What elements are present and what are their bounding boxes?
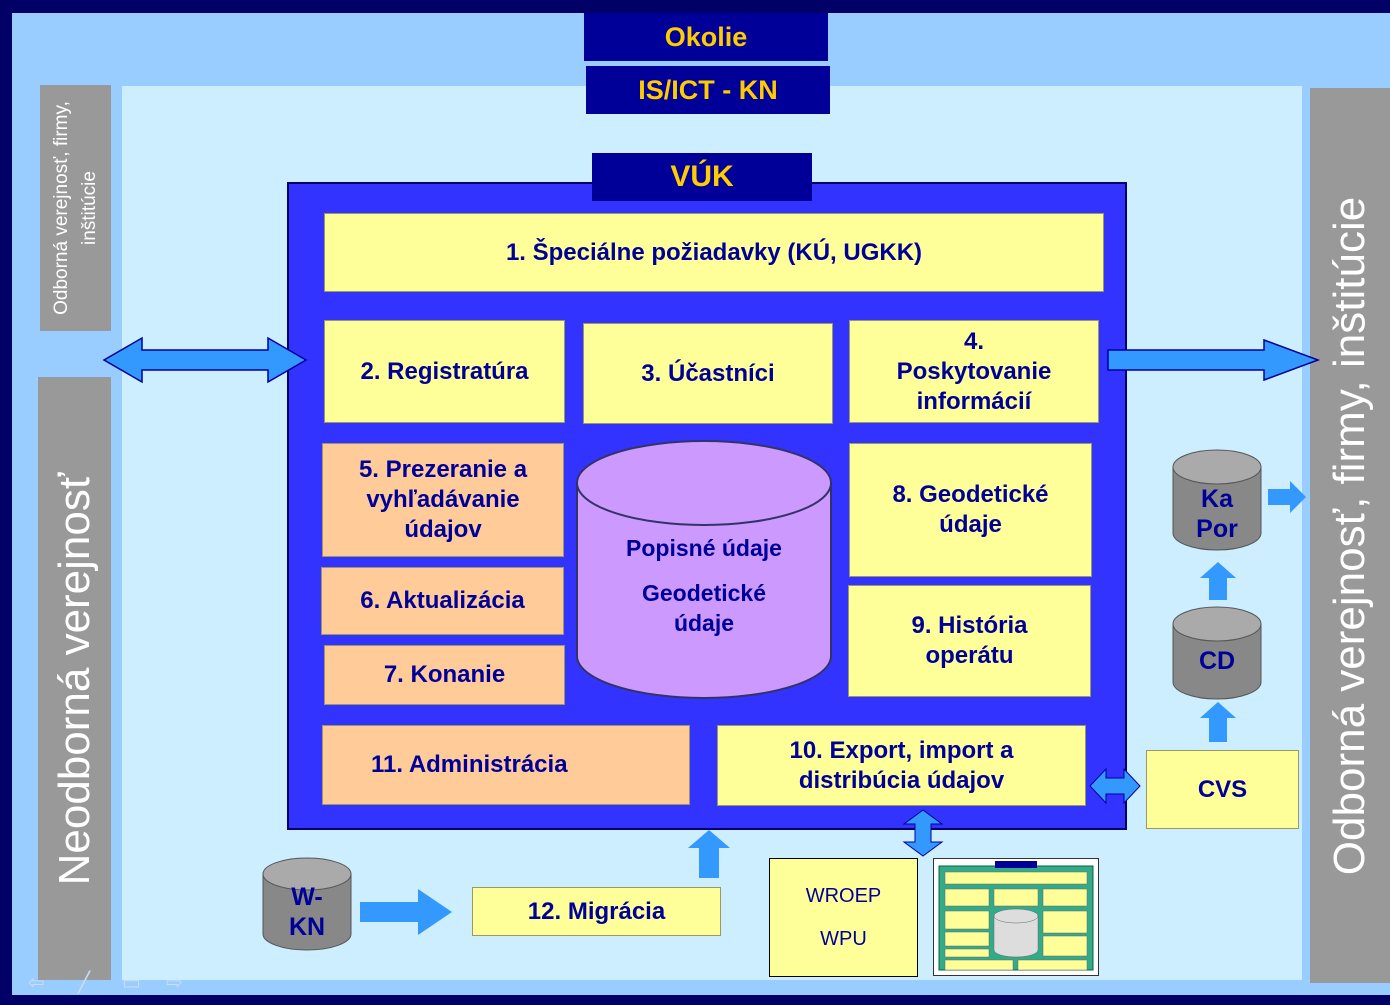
- kapor-database-label: Ka Por: [1171, 484, 1263, 544]
- central-database-label: Popisné údaje Geodetické údaje: [584, 533, 824, 638]
- wkn-line-2: KN: [288, 913, 326, 941]
- side-label-left-text: Neodborná verejnosť: [49, 472, 99, 885]
- central-db-line-2: Geodetické: [642, 580, 766, 606]
- kapor-line-1: Ka: [1201, 485, 1233, 513]
- module-10-line-2: distribúcia údajov: [798, 766, 1005, 794]
- arrow-right-wkn-migration: [360, 889, 452, 935]
- arrow-right-information: [1107, 338, 1321, 382]
- module-9-line-1: 9. História: [911, 612, 1028, 639]
- module-5-line-2: vyhľadávanie: [366, 486, 520, 513]
- module-5-line-3: údajov: [404, 516, 482, 543]
- wkn-database-label: W- KN: [261, 882, 353, 942]
- wpu-label: WPU: [820, 927, 867, 950]
- nav-pen-icon[interactable]: ╱: [78, 972, 91, 994]
- arrow-up-cvs-cd: [1200, 702, 1236, 742]
- module-2-registry: 2. Registratúra: [324, 320, 565, 423]
- wroep-wpu-box: WROEP WPU: [769, 858, 918, 977]
- cvs-box: CVS: [1146, 750, 1299, 829]
- module-8-line-1: 8. Geodetické: [892, 481, 1049, 508]
- module-10-export-import: 10. Export, import a distribúcia údajov: [717, 725, 1086, 806]
- nav-forward-icon[interactable]: ⇨: [166, 972, 183, 994]
- module-8-line-2: údaje: [939, 511, 1002, 538]
- header-isict-kn: IS/ICT - KN: [586, 66, 830, 114]
- module-4-line-1: 4.: [963, 327, 984, 355]
- module-7-proceedings: 7. Konanie: [324, 645, 565, 705]
- module-8-geodetic-data: 8. Geodetické údaje: [849, 443, 1092, 577]
- cd-database-label: CD: [1198, 647, 1236, 675]
- module-10-line-1: 10. Export, import a: [789, 736, 1014, 764]
- module-3-participants: 3. Účastníci: [583, 323, 833, 424]
- diagram-thumbnail: [933, 858, 1099, 976]
- arrow-up-cd-kapor: [1200, 562, 1236, 600]
- side-label-right-text: Odborná verejnosť, firmy, inštitúcie: [1325, 196, 1374, 875]
- cd-database-icon: [1172, 606, 1262, 700]
- header-vuk: VÚK: [592, 153, 812, 201]
- central-db-line-1: Popisné údaje: [626, 535, 782, 561]
- bidirectional-arrow-cvs: [1089, 767, 1141, 805]
- arrow-right-kapor: [1268, 481, 1306, 513]
- bidirectional-arrow-wroep: [902, 809, 944, 857]
- arrow-up-migration: [688, 830, 730, 878]
- kapor-database-icon: [1172, 449, 1262, 551]
- module-4-line-3: informácií: [916, 387, 1032, 415]
- module-4-information: 4. Poskytovanie informácií: [849, 320, 1099, 423]
- module-9-history: 9. História operátu: [848, 585, 1091, 697]
- module-6-update: 6. Aktualizácia: [321, 567, 564, 635]
- module-1-special-requests: 1. Špeciálne požiadavky (KÚ, UGKK): [324, 213, 1104, 292]
- side-label-right: Odborná verejnosť, firmy, inštitúcie: [1310, 88, 1390, 983]
- central-db-line-3: údaje: [673, 610, 735, 636]
- wroep-label: WROEP: [805, 884, 882, 907]
- bidirectional-arrow-left: [102, 336, 308, 384]
- header-okolie: Okolie: [584, 13, 828, 61]
- nav-back-icon[interactable]: ⇦: [28, 972, 45, 994]
- side-label-left: Neodborná verejnosť: [38, 377, 111, 980]
- module-4-line-2: Poskytovanie: [896, 357, 1052, 385]
- module-11-administration: 11. Administrácia: [322, 725, 690, 805]
- module-5-line-1: 5. Prezeranie a: [358, 456, 528, 483]
- side-label-top-left-text: Odborná verejnosť, firmy, inštitúcie: [50, 101, 100, 315]
- kapor-line-2: Por: [1196, 515, 1238, 543]
- module-9-line-2: operátu: [925, 642, 1014, 669]
- side-label-top-left: Odborná verejnosť, firmy, inštitúcie: [40, 85, 111, 331]
- module-12-migration: 12. Migrácia: [472, 887, 721, 936]
- wkn-line-1: W-: [291, 883, 323, 911]
- wkn-database-icon: [262, 857, 352, 951]
- nav-menu-icon[interactable]: ▭: [122, 972, 141, 994]
- module-5-browse-search: 5. Prezeranie a vyhľadávanie údajov: [322, 443, 564, 557]
- central-database-cylinder: [576, 440, 832, 699]
